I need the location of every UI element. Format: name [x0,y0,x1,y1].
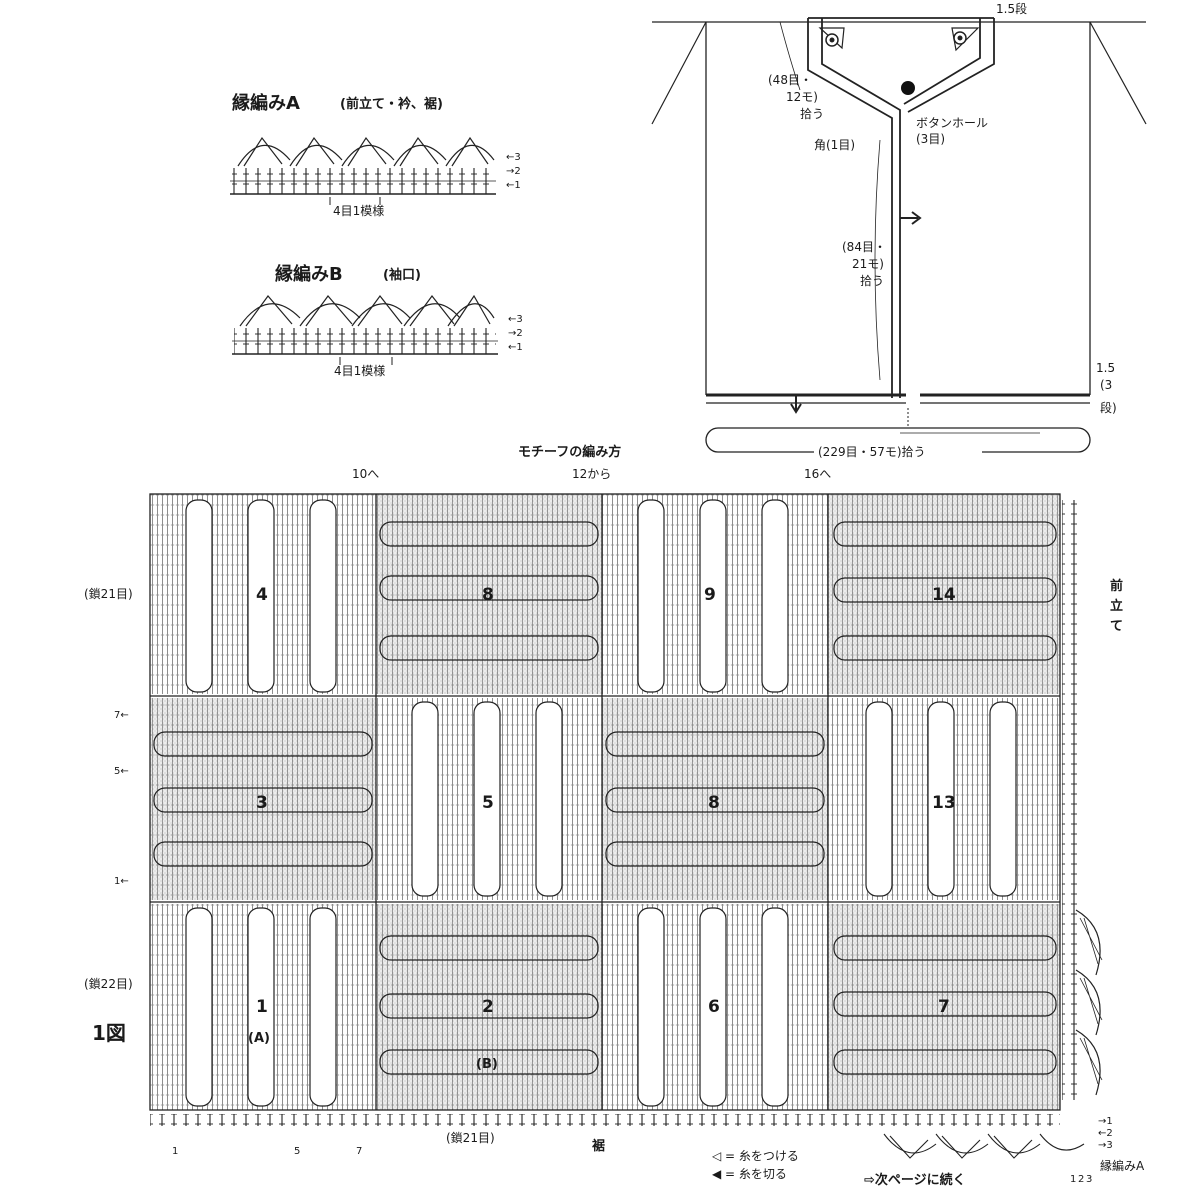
edging-b-subtitle: (袖口) [383,267,421,283]
motif-number-1: 1 [256,997,268,1017]
edging-b-diagram: 縁編みB (袖口) ←3 →2 ←1 4目1模様 [232,263,523,378]
hem-pickup-label: (229目・57モ)拾う [818,444,926,459]
collar-pickup-line3: 拾う [800,106,824,121]
edging-a-subtitle: (前立て・衿、裾) [340,96,443,112]
legend-attach-yarn: ◁ = 糸をつける [711,1149,799,1163]
front-pickup-line2: 21モ) [852,257,884,271]
legend-cut-yarn: ◀ = 糸を切る [712,1167,787,1181]
motif-number-14: 13 [932,793,956,813]
continue-next-page: ⇨次ページに続く [864,1172,966,1188]
edging-a-title: 縁編みA [232,92,300,114]
motif-row-bottom [150,904,1060,1110]
neckline-band [807,17,995,398]
garment-schematic: 1.5段 (48目・ 12モ) 拾う ボタンホール (3目) 角(1目) (84… [651,1,1147,460]
front-band-char-3: て [1110,619,1123,634]
top-row-label: 1.5段 [996,1,1027,16]
note-to-10: 10へ [352,467,379,481]
hem-label: 裾 [592,1138,605,1154]
row-mark-7: 7← [114,710,129,721]
front-band-char-2: 立 [1110,598,1123,614]
bottom-num-7: 7 [356,1146,362,1157]
row-mark-5: 5← [114,766,129,777]
front-arrow-icon [900,211,922,225]
edging-a-diagram: 縁編みA (前立て・衿、裾) ←3 →2 ←1 4目1模様 [230,92,521,218]
bars-middle [153,701,1017,897]
motif-label-b: (B) [476,1057,498,1072]
motif-number-9: 8 [482,585,494,605]
right-edge-stitches [1062,500,1103,1100]
edging-b-row-2: →2 [508,328,523,339]
motif-number-5: 5 [482,793,494,813]
front-pickup-line3: 拾う [860,273,884,288]
edging-row-1: →1 [1098,1116,1113,1127]
side-label-2: (3 [1100,378,1112,392]
corner-label: 角(1目) [814,138,855,152]
edging-b-row-1: ←1 [508,342,523,353]
motif-number-2: 2 [482,997,494,1017]
chain-22-left: (鎖22目) [84,976,133,991]
row-mark-1: 1← [114,876,129,887]
edging-b-row-3: ←3 [508,314,523,325]
side-label-1: 1.5 [1096,361,1115,375]
bottom-right-num-2: 2 [1078,1174,1084,1185]
edging-a-callout: 縁編みA [1100,1158,1145,1173]
edging-row-3: →3 [1098,1140,1113,1151]
buttonhole-count: (3目) [916,132,945,146]
motif-number-3: 3 [256,793,268,813]
collar-pickup-line2: 12モ) [786,90,818,104]
bottom-right-num-1: 1 [1070,1174,1076,1185]
hem-arrow-icon [790,396,802,414]
motif-chart-title: モチーフの編み方 [518,444,621,460]
front-band-char-1: 前 [1110,578,1123,594]
motif-number-4: 4 [256,585,268,605]
motif-row-middle [150,698,1060,900]
motif-row-top [150,494,1060,694]
edging-row-2: ←2 [1098,1128,1113,1139]
figure-label: 1図 [92,1021,126,1045]
button-icon [901,81,915,95]
motif-number-13: 9 [704,585,716,605]
side-label-3: 段) [1100,400,1117,415]
bottom-right-num-3: 3 [1086,1174,1092,1185]
motif-grid-lines [149,493,1061,1111]
note-from-12: 12から [572,467,611,481]
bars-bottom [185,907,1057,1107]
note-to-16: 16へ [804,467,831,481]
motif-grid [149,493,1103,1159]
horizontal-bars-top [379,521,1057,661]
motif-number-7: 7 [938,997,950,1017]
vertical-bars-top [185,499,789,693]
front-pickup-line1: (84目・ [842,240,886,254]
edging-b-fans [239,294,495,327]
buttonhole-label: ボタンホール [916,116,988,130]
edging-a-fans [237,136,495,167]
bottom-num-1: 1 [172,1146,178,1157]
edging-a-row-2: →2 [506,166,521,177]
edging-a-repeat: 4目1模様 [333,204,384,218]
edging-b-repeat: 4目1模様 [334,364,385,378]
motif-label-a: (A) [248,1031,270,1046]
collar-pickup-line1: (48目・ [768,73,812,87]
edging-a-row-3: ←3 [506,152,521,163]
edging-b-title: 縁編みB [275,263,343,285]
chain-21-left: (鎖21目) [84,586,133,601]
motif-number-15: 14 [932,585,956,605]
edging-a-row-1: ←1 [506,180,521,191]
bottom-chain-21: (鎖21目) [446,1130,495,1145]
bottom-edging-fans [883,1133,1085,1159]
motif-number-6: 6 [708,997,720,1017]
motif-number-8: 8 [708,793,720,813]
bottom-num-5: 5 [294,1146,300,1157]
